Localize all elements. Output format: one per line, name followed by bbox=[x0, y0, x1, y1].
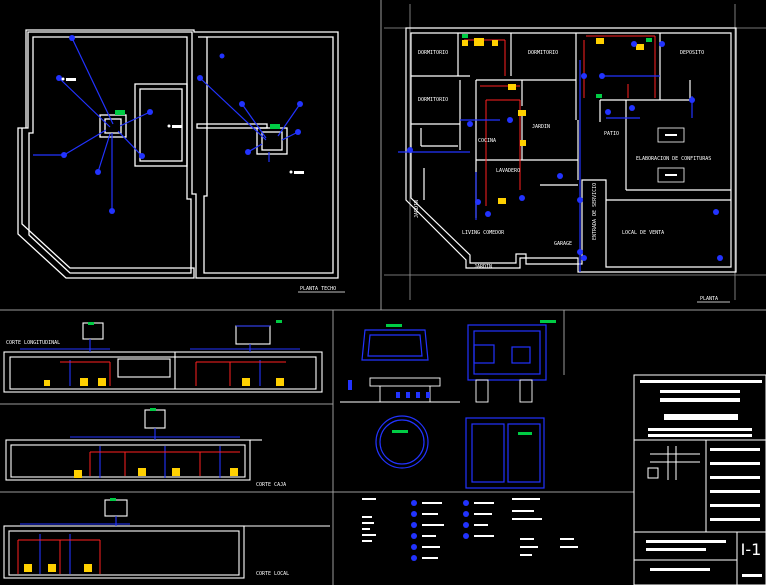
tank-details bbox=[340, 320, 556, 489]
roof-tank-marker bbox=[270, 124, 280, 129]
section-longitudinal: CORTE LONGITUDINAL bbox=[3, 320, 323, 393]
floor-plan: DORMITORIO DORMITORIO DEPOSITO DORMITORI… bbox=[384, 4, 766, 303]
floor-fixtures bbox=[462, 38, 644, 204]
section-longitudinal-title: CORTE LONGITUDINAL bbox=[6, 340, 60, 346]
room-dormitorio-1: DORMITORIO bbox=[418, 50, 448, 56]
floor-appliance-tags bbox=[665, 134, 677, 176]
section-caja-title: CORTE CAJA bbox=[256, 482, 286, 488]
room-deposito: DEPOSITO bbox=[680, 50, 704, 56]
section-local: CORTE LOCAL bbox=[3, 498, 330, 579]
room-jardin-2: JARDIN bbox=[414, 200, 420, 218]
room-elaboracion: ELABORACION DE CONFITURAS bbox=[636, 156, 711, 162]
roof-plan: PLANTA TECHO bbox=[17, 29, 345, 293]
floor-plan-title: PLANTA bbox=[700, 296, 718, 302]
floor-appliances bbox=[657, 127, 685, 183]
floor-outlets bbox=[407, 41, 723, 261]
floor-tanks bbox=[462, 34, 652, 98]
floor-room-labels: DORMITORIO DORMITORIO DEPOSITO DORMITORI… bbox=[414, 50, 711, 270]
room-lavadero: LAVADERO bbox=[496, 168, 520, 174]
room-cocina: COCINA bbox=[478, 138, 496, 144]
room-living: LIVING COMEDOR bbox=[462, 230, 505, 236]
title-block-sheet-number: I-1 bbox=[741, 540, 762, 559]
title-block: Martin Aulitar I-1 bbox=[633, 374, 766, 585]
title-block-author: Martin Aulitar bbox=[676, 405, 723, 412]
section-local-title: CORTE LOCAL bbox=[256, 571, 289, 577]
room-jardin-1: JARDIN bbox=[532, 124, 550, 130]
roof-tank-marker bbox=[115, 110, 125, 115]
room-dormitorio-2: DORMITORIO bbox=[528, 50, 558, 56]
roof-drain-points bbox=[56, 35, 303, 214]
room-patio: PATIO bbox=[604, 131, 619, 137]
roof-plan-title: PLANTA TECHO bbox=[300, 286, 336, 292]
room-garage: GARAGE bbox=[554, 241, 572, 247]
room-jardin-3: JARDIN bbox=[474, 264, 492, 270]
room-entrada: ENTRADA DE SERVICIO bbox=[592, 183, 598, 240]
roof-annotations bbox=[61, 77, 304, 174]
room-dormitorio-3: DORMITORIO bbox=[418, 97, 448, 103]
section-caja: CORTE CAJA bbox=[5, 408, 286, 488]
room-local: LOCAL DE VENTA bbox=[622, 230, 664, 236]
legend bbox=[362, 498, 578, 561]
